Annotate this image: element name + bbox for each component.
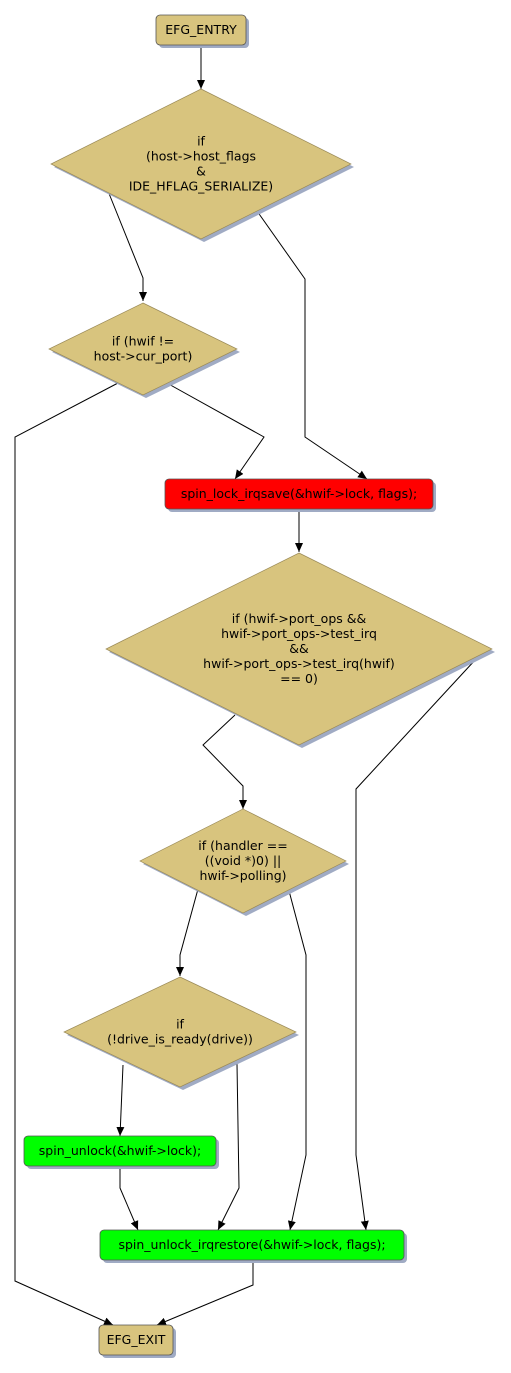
edge-d3-to-d4 bbox=[202, 714, 247, 809]
node-lock: spin_lock_irqsave(&hwif->lock, flags); bbox=[164, 478, 436, 512]
edge-unlock-to-restore bbox=[119, 1166, 139, 1231]
node-d1-shape bbox=[50, 88, 352, 240]
edge-d2-to-exit bbox=[14, 382, 119, 1326]
node-d4-label: if (handler == bbox=[198, 838, 287, 853]
nodes-layer: EFG_ENTRYif(host->host_flags&IDE_HFLAG_S… bbox=[23, 14, 495, 1358]
edge-d5-to-unlock bbox=[116, 1064, 125, 1137]
node-d5-label: if bbox=[176, 1017, 184, 1032]
edge-restore-to-exit bbox=[156, 1260, 254, 1326]
node-unlock: spin_unlock(&hwif->lock); bbox=[23, 1135, 219, 1169]
node-d1-label: (host->host_flags bbox=[146, 149, 256, 164]
node-restore-shape bbox=[99, 1229, 405, 1261]
edge-d4-to-d5 bbox=[176, 888, 199, 976]
node-d5-shape bbox=[63, 976, 297, 1088]
edge-d1-to-lock bbox=[256, 210, 368, 480]
node-d3: if (hwif->port_ops &&hwif->port_ops->tes… bbox=[105, 552, 495, 748]
node-d3-label: hwif->port_ops->test_irq(hwif) bbox=[203, 656, 395, 671]
node-d2-shape bbox=[48, 302, 238, 396]
node-d3-label: && bbox=[289, 641, 309, 656]
node-d1: if(host->host_flags&IDE_HFLAG_SERIALIZE) bbox=[50, 88, 354, 242]
node-entry: EFG_ENTRY bbox=[155, 14, 249, 48]
node-lock-label: spin_lock_irqsave(&hwif->lock, flags); bbox=[181, 486, 417, 501]
node-entry-label: EFG_ENTRY bbox=[165, 22, 237, 37]
node-d2-label: host->cur_port) bbox=[94, 349, 193, 364]
edge-d4-to-restore bbox=[287, 886, 307, 1231]
node-exit: EFG_EXIT bbox=[98, 1324, 176, 1358]
node-unlock-shape bbox=[23, 1135, 217, 1167]
node-d3-label: hwif->port_ops->test_irq bbox=[221, 626, 377, 641]
node-restore: spin_unlock_irqrestore(&hwif->lock, flag… bbox=[99, 1229, 407, 1263]
node-d4-label: hwif->polling) bbox=[199, 868, 286, 883]
node-unlock-label: spin_unlock(&hwif->lock); bbox=[39, 1143, 201, 1158]
node-d3-label: if (hwif->port_ops && bbox=[232, 611, 367, 626]
node-d2: if (hwif !=host->cur_port) bbox=[48, 302, 240, 398]
node-d5-label: (!drive_is_ready(drive)) bbox=[107, 1032, 253, 1047]
node-d2-label: if (hwif != bbox=[112, 334, 174, 349]
node-d5: if(!drive_is_ready(drive)) bbox=[63, 976, 299, 1090]
node-lock-shape bbox=[164, 478, 434, 510]
node-exit-shape bbox=[98, 1324, 174, 1356]
edge-d5-to-restore bbox=[217, 1063, 240, 1231]
node-d4-label: ((void *)0) || bbox=[205, 853, 282, 868]
node-restore-label: spin_unlock_irqrestore(&hwif->lock, flag… bbox=[118, 1237, 385, 1252]
node-d1-label: IDE_HFLAG_SERIALIZE) bbox=[129, 179, 273, 194]
node-exit-label: EFG_EXIT bbox=[107, 1332, 166, 1347]
edge-d2-to-lock bbox=[164, 381, 265, 480]
edge-d1-to-d2 bbox=[107, 190, 147, 301]
node-d3-shape bbox=[105, 552, 493, 746]
node-d1-label: if bbox=[197, 134, 205, 149]
node-d3-label: == 0) bbox=[280, 671, 318, 686]
edge-d3-to-restore bbox=[355, 658, 477, 1231]
node-d4: if (handler ==((void *)0) ||hwif->pollin… bbox=[139, 808, 349, 916]
edges-layer bbox=[14, 45, 477, 1326]
node-entry-shape bbox=[155, 14, 247, 46]
node-d4-shape bbox=[139, 808, 347, 914]
node-d1-label: & bbox=[196, 164, 206, 179]
